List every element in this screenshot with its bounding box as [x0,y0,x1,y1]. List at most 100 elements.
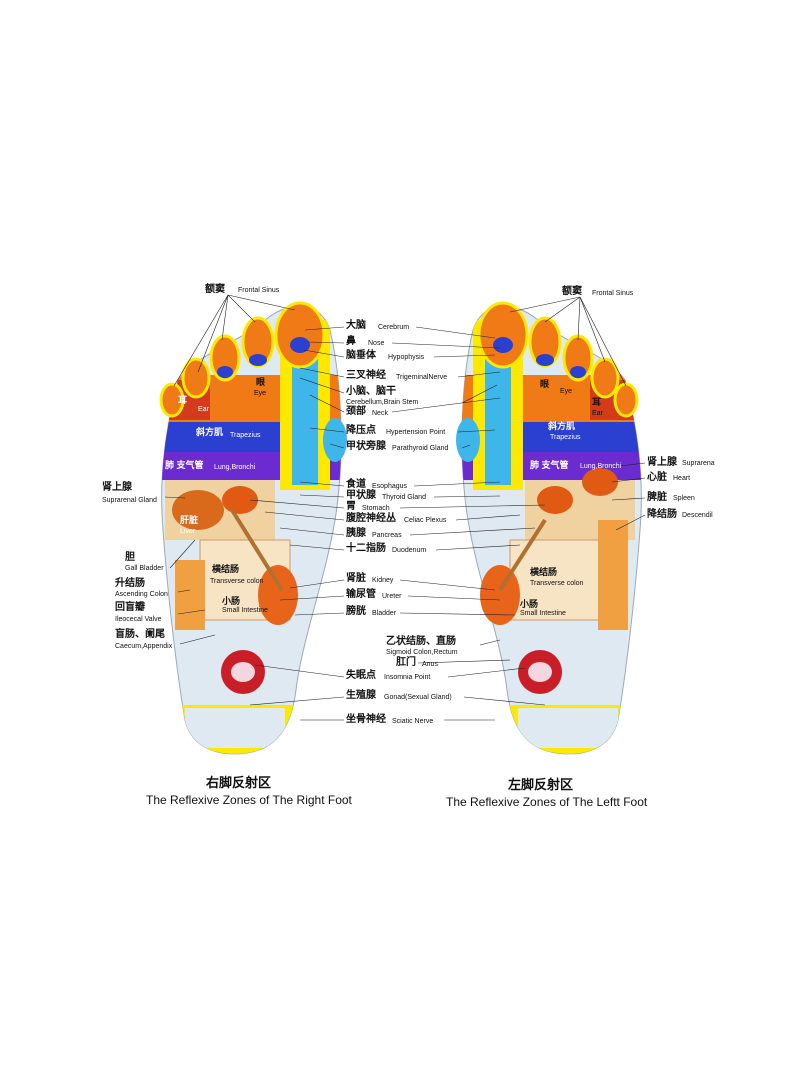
right-ear-zh: 耳 [178,395,188,405]
right-lung-en: Lung,Bronchi [214,464,256,471]
center-label-en: Insomnia Point [384,674,431,681]
right-big-toe [274,301,326,369]
right-ascending-en: Ascending Colon [115,591,168,598]
center-label-en: Duodenum [392,547,427,554]
left-lung-zh: 肺 支气管 [530,460,569,470]
right-ear-en: Ear [198,406,209,413]
center-label-zh: 三叉神经 [346,370,386,381]
center-label-en: Parathyroid Gland [392,445,449,452]
center-label-zh: 膀胱 [346,606,366,617]
left-spleen-zh: 脾脏 [647,492,667,503]
right-stomach-organ [222,486,258,514]
center-label-en: Stomach [362,505,390,512]
left-eye-en: Eye [560,388,573,395]
right-frontal-sinus-zh: 额窦 [205,284,225,295]
left-parathyroid-organ [456,418,480,462]
right-transverse-en: Transverse colon [210,578,264,585]
center-label-en: Cerebellum,Brain Stem [346,399,419,406]
center-label-en: Thyroid Gland [382,494,426,501]
left-spleen-en: Spleen [673,495,695,502]
left-foot-caption-en: The Reflexive Zones of The Leftt Foot [446,795,648,809]
left-heart-zh: 心脏 [647,472,667,483]
right-trapezius-en: Trapezius [230,432,261,439]
left-heart-organ [582,468,618,496]
right-suprarenal-en: Suprarenal Gland [102,497,157,504]
right-trapezius-zh: 斜方肌 [196,427,224,437]
right-ascending-zh: 升结肠 [115,578,145,589]
center-label-zh: 生殖腺 [346,690,376,701]
center-label-zh: 降压点 [346,425,376,436]
left-lung-en: Lung,Bronchi [580,463,622,470]
right-small-int-en: Small Intestine [222,607,268,614]
center-label-zh: 胃 [346,501,356,512]
left-kidney-organ [480,565,520,625]
center-label-en: Ureter [382,593,402,600]
right-transverse-zh: 横结肠 [212,564,240,574]
center-label-zh: 小脑、脑干 [346,386,396,397]
right-eye-zh: 眼 [256,377,266,387]
left-transverse-en: Transverse colon [530,580,584,587]
left-trapezius-en: Trapezius [550,434,581,441]
left-suprarena-zh: 肾上腺 [647,457,677,468]
right-toe-3 [209,334,241,382]
center-label-zh: 鼻 [346,336,356,347]
left-foot [456,301,642,755]
right-kidney-organ [258,565,298,625]
right-frontal-sinus-en: Frontal Sinus [238,287,280,294]
center-label-zh: 十二指肠 [346,543,386,554]
left-descend-en: Descendil [682,512,713,519]
center-label-zh: 肛门 [396,657,416,668]
center-label-en: Esophagus [372,483,408,490]
left-descend-zh: 降结肠 [647,509,677,520]
left-heart-en: Heart [673,475,691,482]
center-label-zh: 失眠点 [346,670,376,681]
right-liver-zh: 肝脏 [180,515,199,525]
left-toe-4 [590,357,620,399]
right-ileocecal-en: Ileocecal Valve [115,616,162,623]
center-label-en: Hypophysis [388,354,425,361]
center-label-zh: 甲状旁腺 [346,441,386,452]
right-ileocecal-zh: 回盲瓣 [115,602,145,613]
right-foot [159,301,347,755]
left-eye-zh: 眼 [540,379,550,389]
center-label-zh: 脑垂体 [346,350,376,361]
right-eye-en: Eye [254,390,267,397]
right-gall-zh: 胆 [125,552,135,563]
left-transverse-zh: 横结肠 [530,567,558,577]
center-label-en: Anus [422,661,438,668]
center-label-zh: 肾脏 [346,573,366,584]
center-label-zh: 输尿管 [346,589,376,600]
center-label-zh: 甲状腺 [346,490,376,501]
left-frontal-sinus-zh: 额窦 [562,286,582,297]
leader-lines [164,294,646,721]
right-liver-en: Liver [180,528,196,535]
center-label-zh: 腹腔神经丛 [346,513,396,524]
right-parathyroid-organ [323,418,347,462]
right-caecum-zh: 盲肠、阑尾 [115,629,165,640]
left-ear-en: Ear [592,410,603,417]
right-gall-en: Gall Bladder [125,565,164,572]
left-suprarena-en: Suprarena [682,460,715,467]
center-label-en: Kidney [372,577,394,584]
left-toe-5 [613,382,639,418]
right-liver-organ [172,490,224,530]
left-small-int-zh: 小肠 [520,599,539,609]
right-caecum-en: Caecum,Appendix [115,643,173,650]
left-trapezius-zh: 斜方肌 [548,421,576,431]
left-frontal-sinus-en: Frontal Sinus [592,290,634,297]
center-label-en: Hypertension Point [386,429,446,436]
center-label-en: Gonad(Sexual Gland) [384,694,452,701]
center-label-zh: 大脑 [346,320,366,331]
left-foot-caption-zh: 左脚反射区 [508,777,574,792]
center-label-en: Pancreas [372,532,402,539]
center-label-zh: 坐骨神经 [346,714,386,725]
center-label-en: Bladder [372,610,397,617]
center-label-zh: 乙状结肠、直肠 [386,636,456,647]
right-toe-5 [159,382,185,418]
center-label-en: Neck [372,410,388,417]
left-ear-zh: 耳 [592,397,602,407]
right-foot-caption-zh: 右脚反射区 [206,775,272,790]
center-label-zh: 胰腺 [346,528,366,539]
center-label-en: Nose [368,340,385,347]
left-small-int-en: Small Intestine [520,610,566,617]
